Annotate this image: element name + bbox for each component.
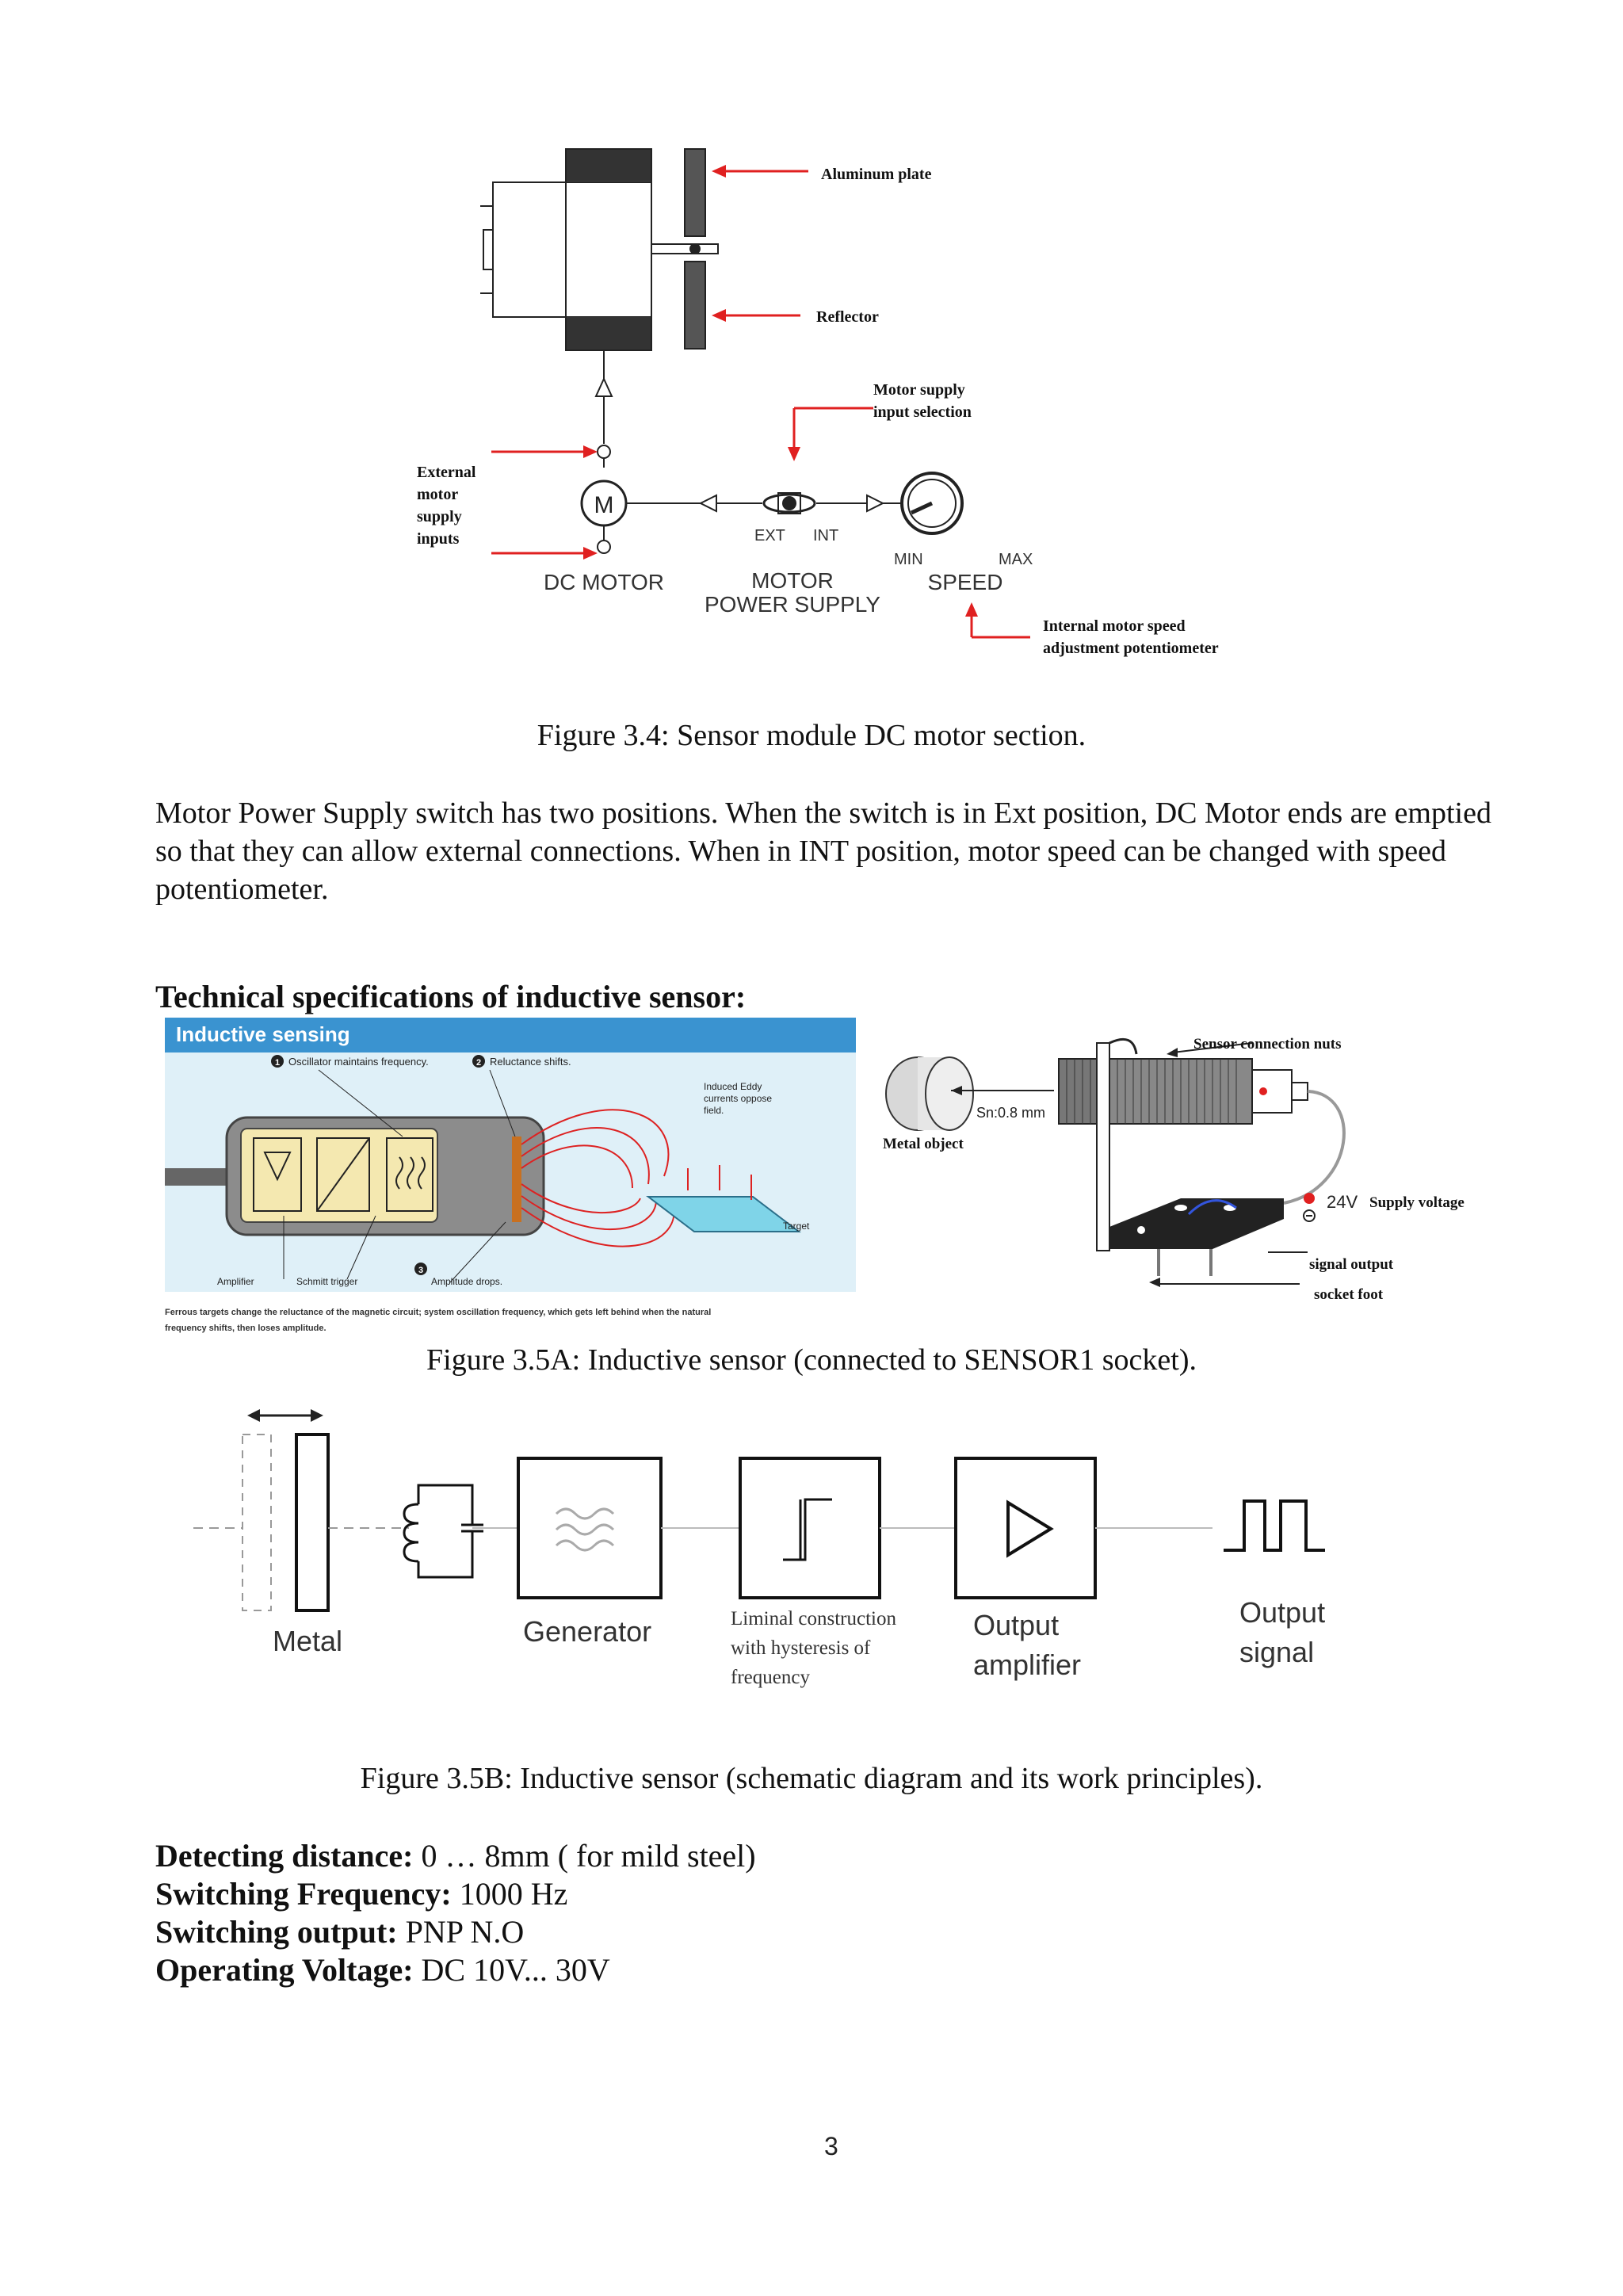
figure-3-5b-caption: Figure 3.5B: Inductive sensor (schematic… [360,1762,1263,1795]
internal-pot-label: Internal motor speed adjustment potentio… [1043,615,1219,659]
eddy-line-2: currents oppose [704,1093,773,1104]
int-label: INT [813,527,838,544]
sensor-mount-diagram [885,1037,1346,1287]
aluminum-plate-label: Aluminum plate [821,166,932,183]
callout-number-3: 3 [418,1266,423,1275]
spec-value: 1000 Hz [451,1876,568,1912]
amplitude-label: Amplitude drops. [431,1276,503,1287]
external-motor-inputs-label: External motor supply inputs [417,461,475,550]
motor-supply-selection-label: Motor supply input selection [873,379,972,423]
schmitt-label: Schmitt trigger [296,1276,358,1287]
spec-switching-output: Switching output: PNP N.O [155,1913,524,1950]
eddy-line-3: field. [704,1105,724,1116]
panel-header: Inductive sensing [165,1018,856,1052]
min-label: MIN [894,551,923,568]
callout-number-2: 2 [476,1058,481,1068]
tech-spec-heading: Technical specifications of inductive se… [155,979,747,1014]
metal-object-label: Metal object [883,1136,964,1152]
eddy-label: Induced Eddy currents oppose field. [704,1081,772,1117]
spec-value: DC 10V... 30V [413,1952,610,1988]
reflector-label: Reflector [816,308,879,326]
ext-inputs-line-4: inputs [417,530,460,548]
output-amplifier-line-1: Output [973,1609,1060,1641]
liminal-label: Liminal construction with hysteresis of … [731,1604,896,1692]
page-number: 3 [824,2132,838,2160]
callout-number-1: 1 [275,1058,280,1068]
target-label: Target [783,1221,810,1232]
panel-title: Inductive sensing [176,1022,350,1046]
spec-label: Switching output: [155,1914,398,1950]
ext-inputs-line-3: supply [417,508,462,525]
inductive-sensing-diagram: 1 2 3 [165,1055,801,1283]
inductive-sensing-panel: Inductive sensing 1 [165,1018,856,1338]
oscillator-label: Oscillator maintains frequency. [288,1056,429,1068]
liminal-line-3: frequency [731,1667,810,1688]
output-amplifier-label: Output amplifier [973,1606,1081,1685]
ext-inputs-line-2: motor [417,486,459,503]
internal-pot-line-1: Internal motor speed [1043,617,1186,635]
generator-label: Generator [523,1615,652,1648]
power-supply-label: POWER SUPPLY [705,592,880,617]
motor-letter: M [594,492,614,518]
figure-3-5b-schematic [193,1409,1325,1612]
socket-foot-label: socket foot [1314,1286,1384,1303]
liminal-line-1: Liminal construction [731,1608,896,1629]
figure-3-4-caption: Figure 3.4: Sensor module DC motor secti… [537,719,1086,752]
supply-voltage-label: Supply voltage [1369,1194,1465,1211]
motor-supply-line-1: Motor supply [873,381,965,399]
spec-label: Switching Frequency: [155,1876,452,1912]
output-signal-label: Output signal [1239,1593,1325,1672]
eddy-line-1: Induced Eddy [704,1081,762,1092]
footnote-line-2: frequency shifts, then loses amplitude. [165,1324,327,1333]
motor-label: MOTOR [751,568,834,593]
spec-switching-frequency: Switching Frequency: 1000 Hz [155,1875,567,1912]
figure-3-5a-caption: Figure 3.5A: Inductive sensor (connected… [426,1343,1197,1377]
max-label: MAX [999,551,1033,568]
sensor-nuts-label: Sensor connection nuts [1193,1036,1342,1052]
internal-pot-line-2: adjustment potentiometer [1043,640,1219,657]
dc-motor-label: DC MOTOR [544,570,664,594]
reluctance-label: Reluctance shifts. [490,1056,571,1068]
spec-detecting-distance: Detecting distance: 0 … 8mm ( for mild s… [155,1837,756,1874]
liminal-line-2: with hysteresis of [731,1637,871,1659]
amplifier-label: Amplifier [217,1276,254,1287]
ext-label: EXT [754,527,785,544]
body-paragraph: Motor Power Supply switch has two positi… [155,797,1491,906]
signal-output-label: signal output [1309,1256,1394,1273]
output-signal-line-2: signal [1239,1636,1315,1668]
spec-label: Operating Voltage: [155,1952,414,1988]
output-signal-line-1: Output [1239,1596,1326,1629]
figure-3-4-dc-motor-diagram: M EXT INT MIN MAX DC MOTOR MOTOR POWER S… [480,148,1033,639]
footnote-line-1: Ferrous targets change the reluctance of… [165,1308,712,1317]
output-amplifier-line-2: amplifier [973,1648,1082,1681]
speed-label: SPEED [928,570,1003,594]
panel-footnote: Ferrous targets change the reluctance of… [165,1305,856,1336]
spec-value: PNP N.O [397,1914,525,1950]
spec-value: 0 … 8mm ( for mild steel) [413,1838,756,1874]
sn-label: Sn:0.8 mm [976,1105,1046,1121]
v24-label: 24V [1327,1192,1358,1212]
spec-operating-voltage: Operating Voltage: DC 10V... 30V [155,1951,610,1988]
metal-label: Metal [273,1625,343,1657]
motor-supply-line-2: input selection [873,403,972,421]
ext-inputs-line-1: External [417,464,476,481]
spec-label: Detecting distance: [155,1838,414,1874]
